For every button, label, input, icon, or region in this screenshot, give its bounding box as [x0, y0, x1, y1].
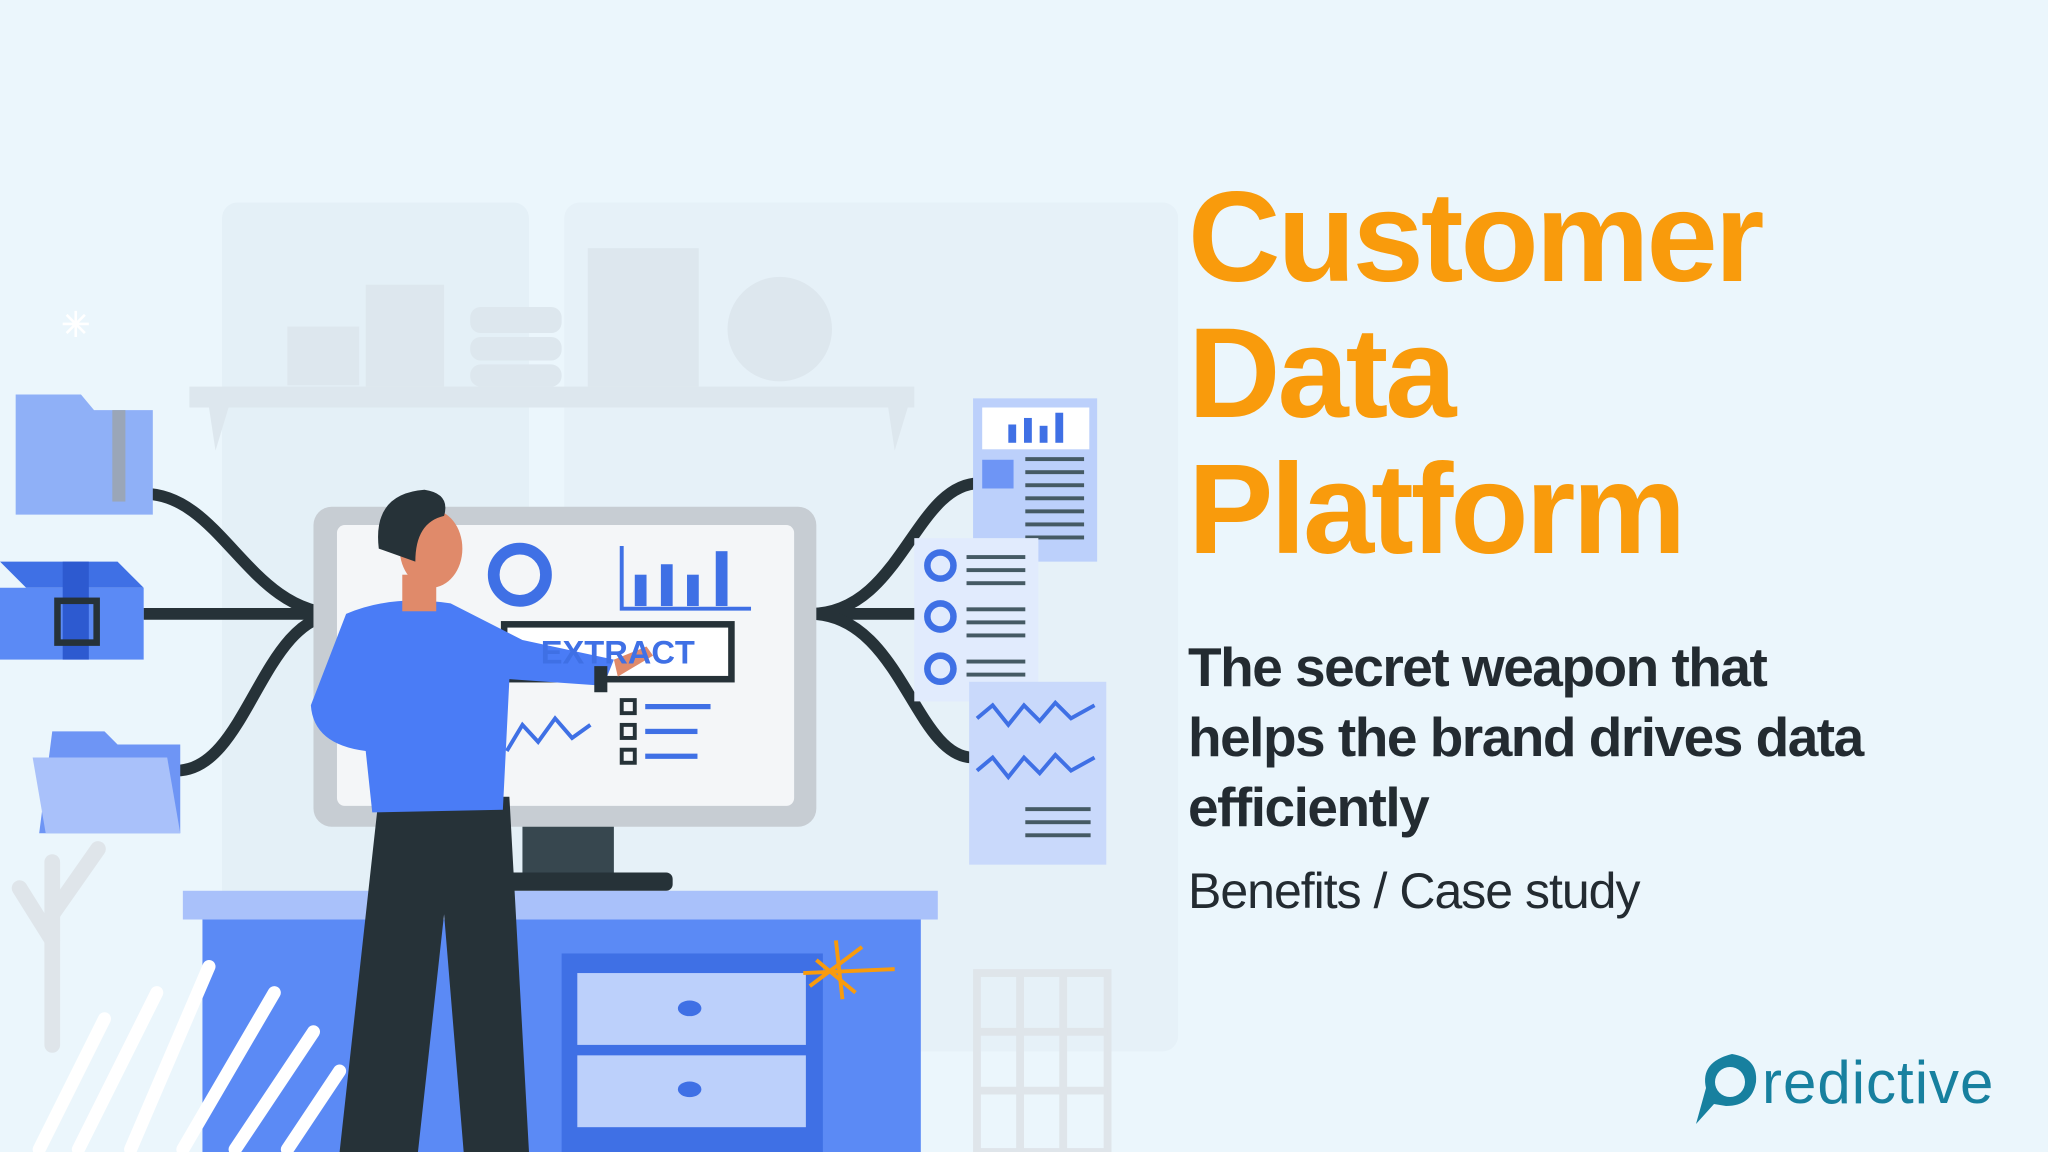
logo-p-pin-icon [1696, 1044, 1757, 1124]
person-figure [310, 489, 654, 1152]
subtitle: The secret weapon that helps the brand d… [1188, 632, 1988, 842]
subtitle-line: efficiently [1188, 776, 1430, 838]
report-document-icon [973, 398, 1098, 562]
package-box-icon [0, 561, 144, 660]
waste-basket [973, 969, 1112, 1152]
open-folder-icon [32, 731, 181, 834]
orange-scribble [803, 940, 895, 1000]
graph-document-icon [969, 681, 1107, 865]
subtitle-line: The secret weapon that [1188, 636, 1768, 698]
checklist-document-icon [914, 538, 1039, 702]
page-title: Customer Data Platform [1188, 166, 1764, 581]
predictive-logo: redictive [1692, 1040, 1994, 1124]
screen-extract-label: EXTRACT [541, 634, 695, 671]
title-line: Platform [1188, 438, 1686, 581]
data-cables [143, 477, 981, 777]
subtitle-line: helps the brand drives data [1188, 706, 1864, 768]
shelf [189, 248, 915, 451]
zip-folder-icon [15, 394, 153, 515]
grass-scribbles [32, 959, 347, 1152]
desk [182, 890, 938, 1152]
title-line: Customer [1188, 166, 1764, 309]
tagline: Benefits / Case study [1188, 863, 1640, 919]
sparkle-icon [62, 310, 89, 337]
title-line: Data [1188, 302, 1456, 445]
plant [11, 841, 106, 1053]
logo-text: redictive [1762, 1048, 1995, 1116]
